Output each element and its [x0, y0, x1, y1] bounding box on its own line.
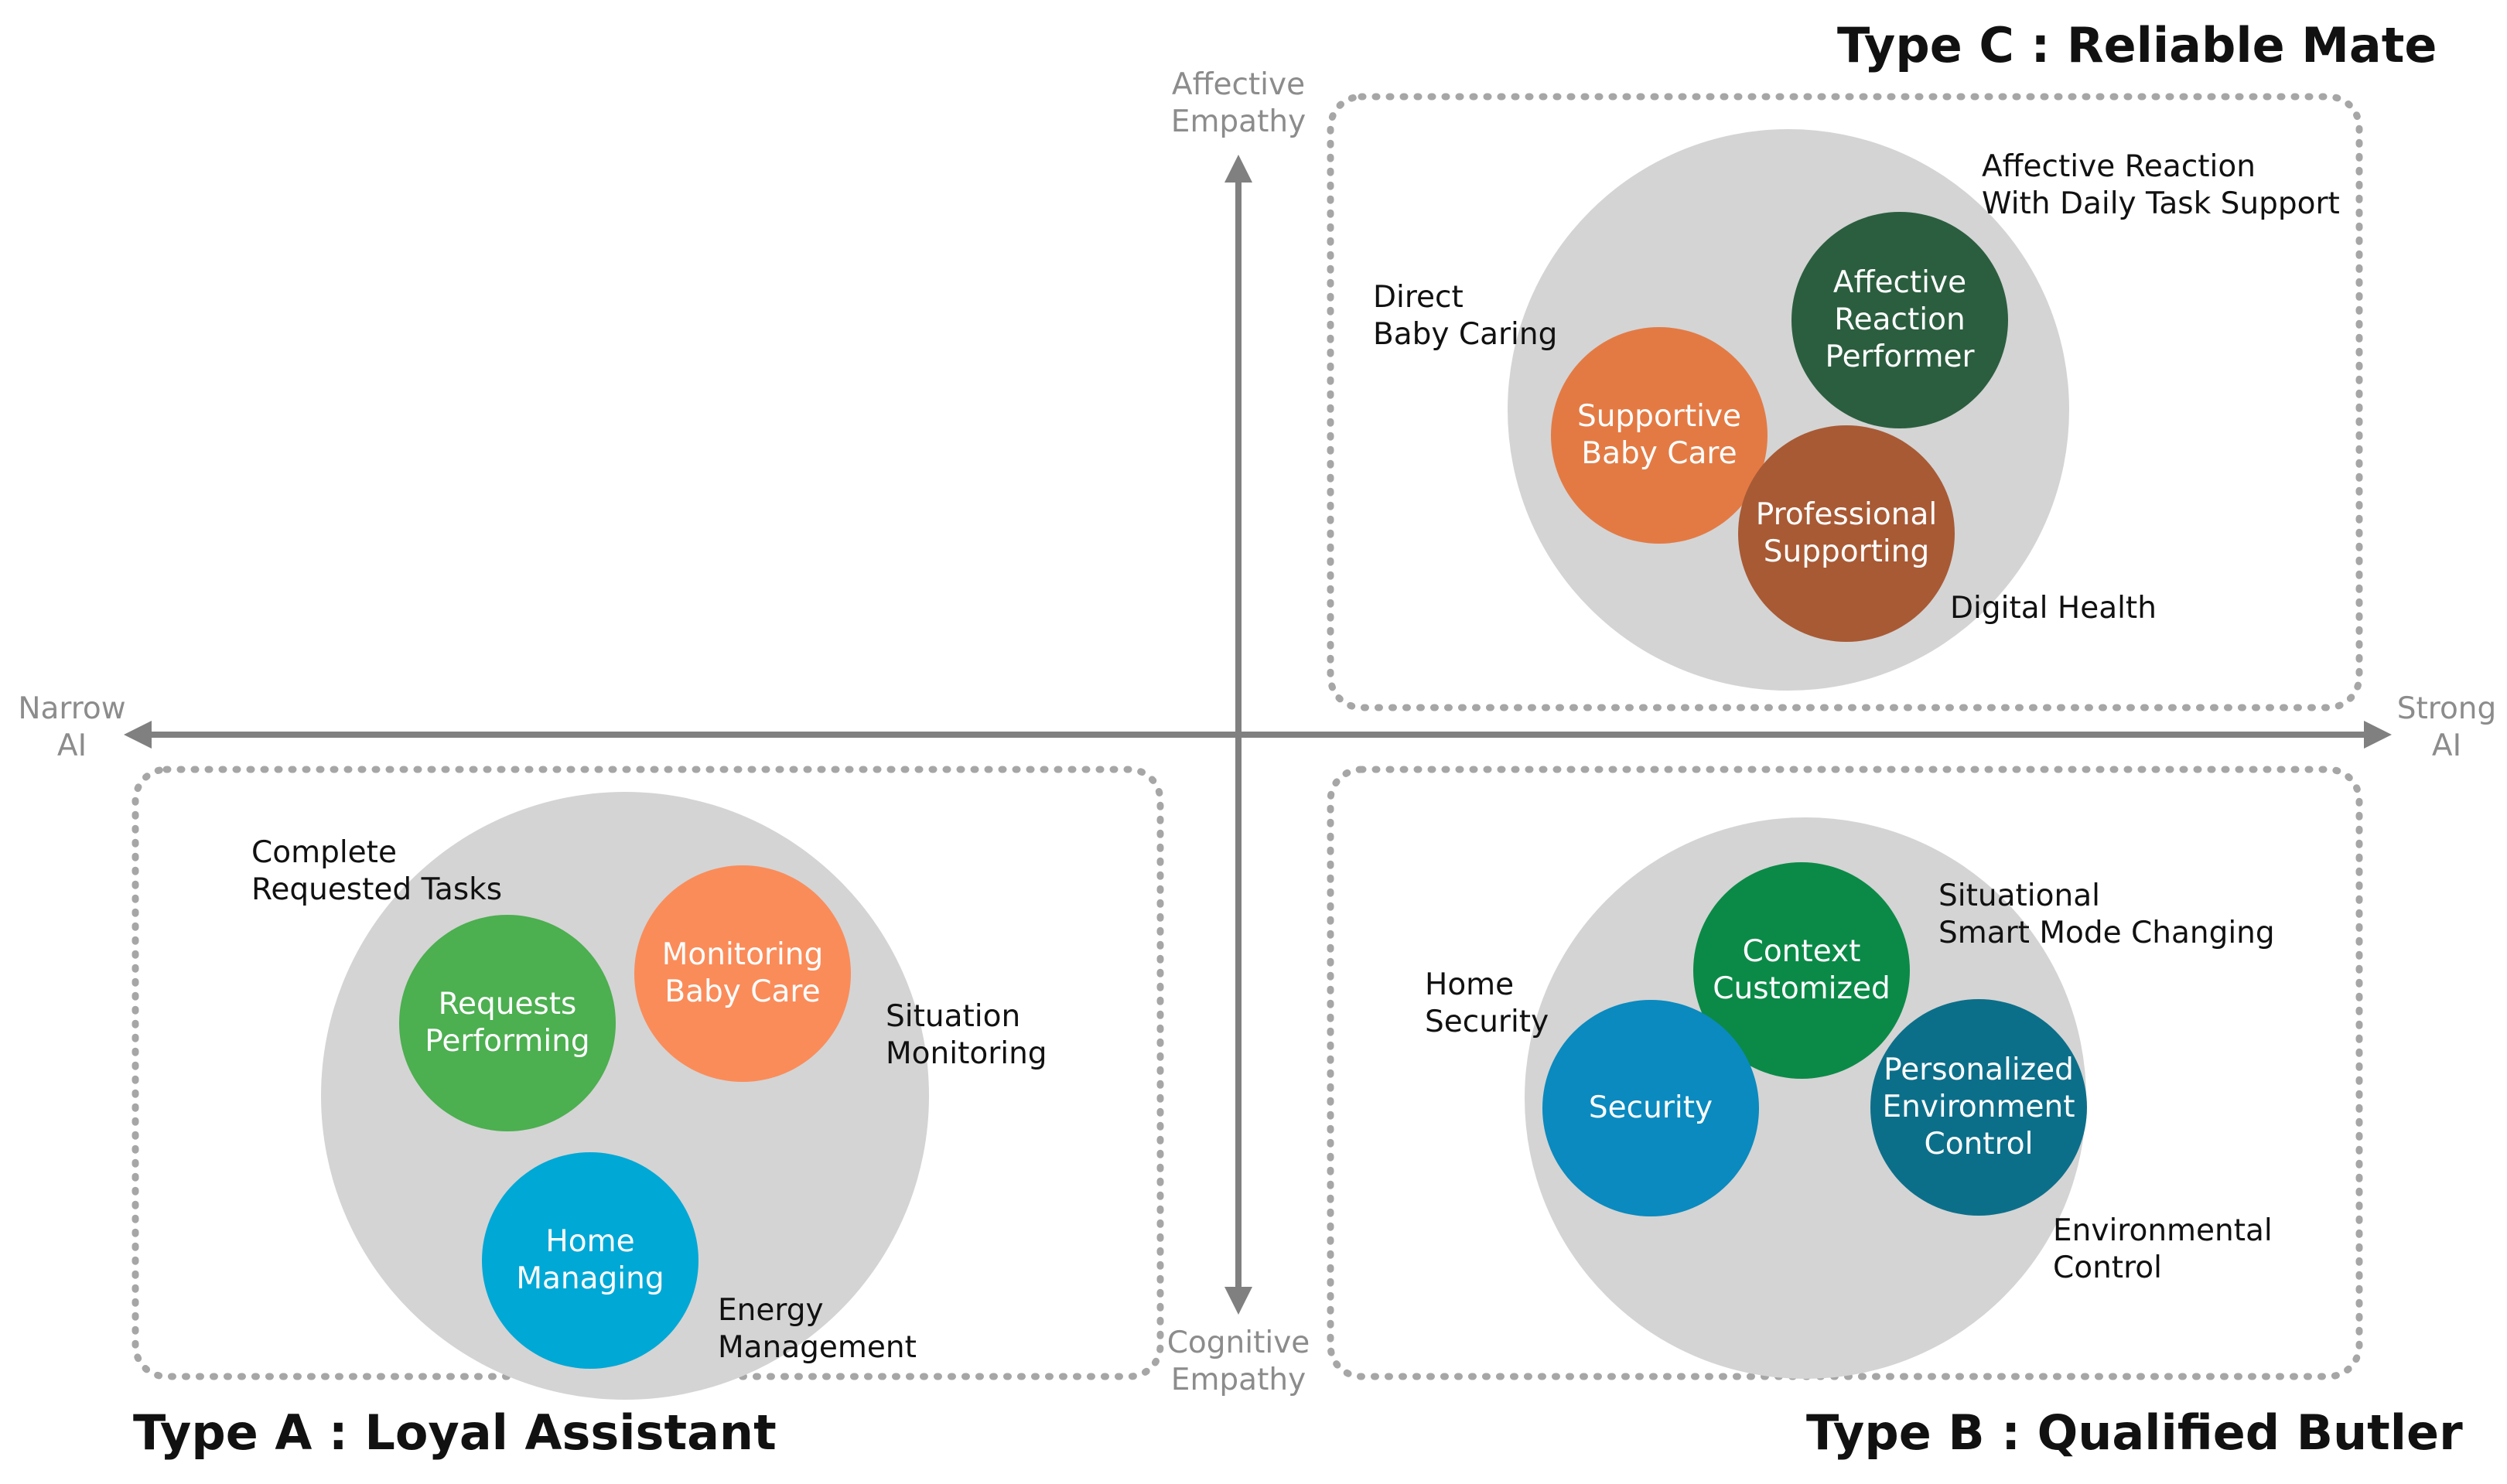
axis-label-strong-line2: AI [2431, 728, 2462, 763]
bubble-text-home: Home Managing [516, 1223, 664, 1298]
axis-label-affective-empathy: Affective Empathy [1142, 67, 1335, 141]
label-situation-line2: Monitoring [886, 1036, 1047, 1071]
label-digital-health: Digital Health [1950, 590, 2157, 627]
label-environmental-line1: Environmental [2053, 1213, 2273, 1248]
bubble-context-line1: Context [1742, 934, 1861, 969]
bubble-monitoring-baby-care [634, 865, 851, 1082]
label-digital-line1: Digital Health [1950, 591, 2157, 626]
bubble-requests-line1: Requests [438, 987, 577, 1022]
label-affective-react-line2: With Daily Task Support [1982, 186, 2340, 221]
frame-type-b [1327, 766, 2363, 1380]
bubble-home-line2: Managing [516, 1261, 664, 1296]
label-situational-line1: Situational [1938, 878, 2100, 913]
label-environmental-control: Environmental Control [2053, 1213, 2273, 1287]
bubble-monitoring-line2: Baby Care [664, 974, 821, 1009]
axis-label-affective-line2: Empathy [1170, 104, 1306, 139]
label-affective-react-line1: Affective Reaction [1982, 149, 2256, 184]
label-environmental-line2: Control [2053, 1250, 2162, 1285]
label-home-security-line1: Home [1425, 967, 1515, 1002]
bubble-personalized-line1: Personalized [1884, 1052, 2074, 1087]
axis-label-cognitive-line1: Cognitive [1166, 1325, 1310, 1360]
bubble-personalized-line2: Environment [1882, 1090, 2075, 1124]
horizontal-axis [124, 721, 2392, 749]
label-home-security: Home Security [1425, 967, 1549, 1041]
bubble-text-security: Security [1589, 1090, 1713, 1127]
bubble-security-line1: Security [1588, 1090, 1713, 1125]
bubble-professional-supporting [1738, 425, 1955, 642]
bubble-requests-performing [399, 915, 616, 1131]
label-affective-reaction-daily: Affective Reaction With Daily Task Suppo… [1982, 148, 2340, 223]
axis-label-narrow-line1: Narrow [18, 691, 126, 726]
group-circle-type-b [1525, 817, 2086, 1379]
label-situation-monitoring: Situation Monitoring [886, 998, 1047, 1073]
bubble-professional-line2: Supporting [1763, 534, 1930, 569]
title-type-a: Type A : Loyal Assistant [133, 1404, 777, 1461]
bubble-personalized-line3: Control [1924, 1127, 2034, 1162]
bubble-affective-line3: Performer [1825, 339, 1975, 374]
bubble-context-line2: Customized [1713, 971, 1890, 1006]
axis-label-narrow-line2: AI [56, 728, 87, 763]
label-direct-line1: Direct [1373, 280, 1464, 315]
axis-label-cognitive-empathy: Cognitive Empathy [1142, 1325, 1335, 1399]
axis-label-narrow-ai: Narrow AI [14, 691, 130, 765]
label-complete-line1: Complete [251, 835, 397, 870]
bubble-context-customized [1693, 862, 1910, 1079]
label-direct-baby-caring: Direct Baby Caring [1373, 279, 1557, 353]
bubble-text-context: Context Customized [1713, 933, 1890, 1008]
label-energy-line1: Energy [718, 1293, 824, 1328]
bubble-supportive-line1: Supportive [1576, 399, 1742, 434]
bubble-affective-line1: Affective [1832, 265, 1967, 300]
axis-label-cognitive-line2: Empathy [1170, 1363, 1306, 1397]
bubble-affective-reaction-performer [1791, 212, 2008, 428]
bubble-supportive-baby-care [1551, 327, 1768, 544]
bubble-text-supportive: Supportive Baby Care [1577, 398, 1741, 472]
label-complete-requested-tasks: Complete Requested Tasks [251, 834, 502, 909]
axis-label-strong-line1: Strong [2396, 691, 2497, 726]
bubble-supportive-line2: Baby Care [1581, 436, 1737, 471]
axis-label-affective-line1: Affective [1171, 67, 1306, 102]
bubble-professional-line1: Professional [1755, 497, 1938, 532]
label-energy-line2: Management [718, 1330, 917, 1365]
bubble-home-managing [482, 1152, 698, 1369]
label-situation-line1: Situation [886, 999, 1021, 1034]
bubble-text-monitoring: Monitoring Baby Care [662, 936, 824, 1011]
vertical-axis [1224, 155, 1252, 1315]
label-situational-smart-mode: Situational Smart Mode Changing [1938, 878, 2275, 952]
bubble-home-line1: Home [545, 1224, 635, 1259]
label-direct-line2: Baby Caring [1373, 317, 1558, 352]
bubble-monitoring-line1: Monitoring [661, 937, 824, 972]
bubble-personalized-environment-control [1870, 999, 2087, 1216]
label-energy-management: Energy Management [718, 1292, 917, 1366]
bubble-text-requests: Requests Performing [425, 986, 589, 1060]
bubble-requests-line2: Performing [425, 1024, 590, 1059]
bubble-affective-line2: Reaction [1834, 302, 1966, 337]
title-type-c: Type C : Reliable Mate [1837, 17, 2437, 73]
label-complete-line2: Requested Tasks [251, 872, 503, 907]
bubble-text-affective: Affective Reaction Performer [1825, 264, 1974, 376]
title-type-b: Type B : Qualified Butler [1806, 1404, 2463, 1461]
bubble-security [1542, 1000, 1759, 1216]
label-situational-line2: Smart Mode Changing [1938, 916, 2275, 950]
axis-label-strong-ai: Strong AI [2389, 691, 2505, 765]
label-home-security-line2: Security [1425, 1005, 1549, 1039]
bubble-text-professional: Professional Supporting [1756, 496, 1937, 571]
bubble-text-personalized: Personalized Environment Control [1882, 1052, 2075, 1163]
